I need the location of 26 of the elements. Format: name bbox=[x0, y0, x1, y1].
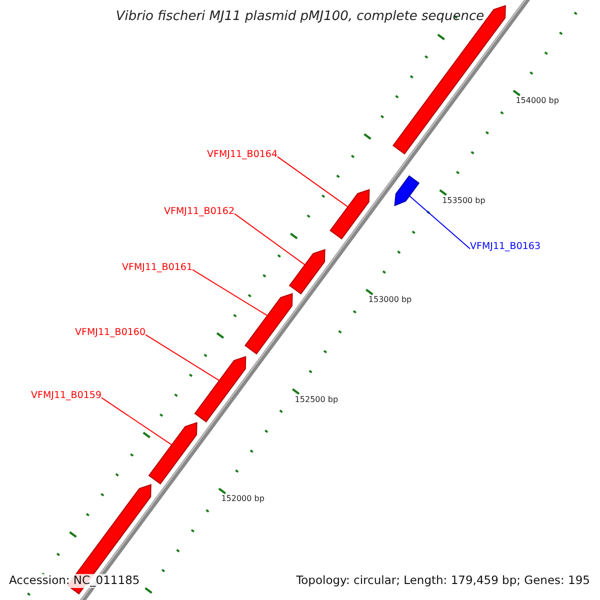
gene-label: VFMJ11_B0159 bbox=[31, 390, 102, 402]
tick-label: 154000 bp bbox=[516, 96, 559, 106]
leader-line bbox=[145, 334, 220, 382]
tick-label: 153000 bp bbox=[368, 295, 412, 305]
gene-feature bbox=[148, 422, 198, 484]
tick-label: 152500 bp bbox=[294, 394, 338, 404]
leader-line bbox=[234, 213, 306, 266]
leader-line bbox=[192, 269, 268, 316]
leader-line bbox=[408, 195, 470, 250]
leader-line bbox=[101, 397, 172, 446]
tick-label: 153500 bp bbox=[442, 196, 486, 206]
gene-feature bbox=[330, 189, 370, 240]
title: Vibrio fischeri MJ11 plasmid pMJ100, complete sequence bbox=[116, 9, 484, 24]
gene-label: VFMJ11_B0163 bbox=[470, 241, 540, 252]
gene-feature bbox=[288, 249, 326, 294]
gene-label: VFMJ11_B0161 bbox=[122, 262, 192, 274]
tick-label: 152000 bp bbox=[221, 494, 264, 504]
gene-label: VFMJ11_B0162 bbox=[164, 206, 234, 218]
gene-feature bbox=[244, 293, 293, 354]
gene-feature bbox=[194, 356, 246, 422]
gene-feature bbox=[394, 175, 420, 206]
gene-label: VFMJ11_B0164 bbox=[207, 149, 278, 160]
gene-label: VFMJ11_B0160 bbox=[75, 327, 146, 338]
leader-line bbox=[277, 156, 348, 208]
topology-text: Topology: circular; Length: 179,459 bp; Genes: 195 bbox=[296, 574, 590, 588]
accession-text: Accession: NC_011185 bbox=[9, 574, 140, 588]
